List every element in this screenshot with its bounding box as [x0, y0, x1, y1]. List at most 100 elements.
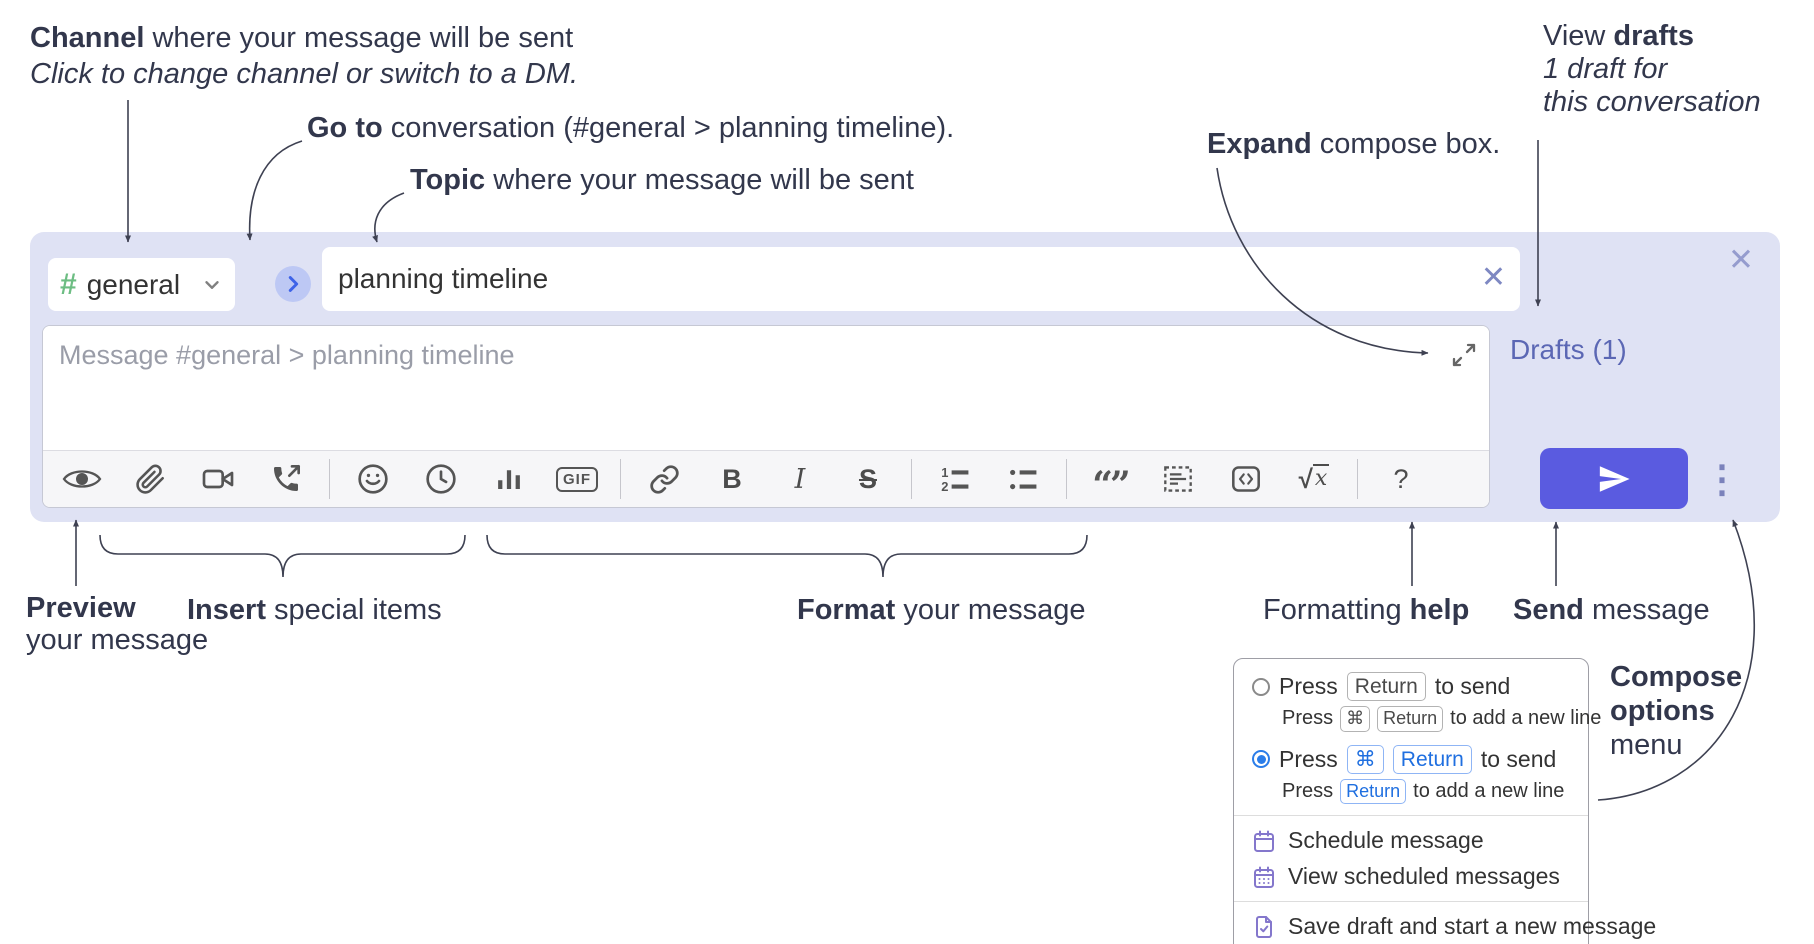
preview-button[interactable]: [57, 458, 107, 500]
annotation-drafts-line2: 1 draft for: [1543, 53, 1668, 85]
radio-unselected[interactable]: [1252, 677, 1270, 696]
question-mark-icon: ?: [1393, 463, 1409, 494]
annotation-insert: Insert special items: [187, 592, 442, 628]
math-button[interactable]: √x: [1289, 458, 1339, 500]
quote-icon: “”: [1092, 464, 1130, 506]
annotation-drafts-bold: drafts: [1613, 20, 1694, 52]
annotation-goto-rest: conversation (#general > planning timeli…: [382, 112, 955, 144]
toolbar-divider: [620, 459, 621, 499]
annotation-formatting-help: Formatting help: [1263, 592, 1469, 628]
annotation-channel-bold: Channel: [30, 22, 145, 54]
menu-item-save-draft-new-message[interactable]: Save draft and start a new message: [1252, 913, 1656, 940]
paper-plane-icon: [1599, 465, 1630, 492]
send-shortcut-option-1-sub: Press ⌘ Return to add a new line: [1282, 706, 1601, 732]
bold-button[interactable]: B: [707, 458, 757, 500]
toolbar-divider: [1066, 459, 1067, 499]
message-textarea[interactable]: [43, 326, 1489, 450]
compose-options-menu-button[interactable]: ⋮: [1703, 458, 1741, 501]
add-gif-button[interactable]: GIF: [552, 458, 602, 500]
close-compose-icon[interactable]: ✕: [1728, 242, 1754, 277]
annotation-preview-bold: Preview: [26, 592, 136, 624]
add-voice-call-button[interactable]: [261, 458, 311, 500]
annotation-preview: Preview your message: [26, 592, 208, 656]
add-poll-button[interactable]: [484, 458, 534, 500]
add-emoji-button[interactable]: [348, 458, 398, 500]
menu-item-label: Save draft and start a new message: [1288, 913, 1657, 940]
key-cmd: ⌘: [1340, 706, 1371, 732]
menu-divider: [1234, 901, 1588, 903]
key-return: Return: [1392, 744, 1472, 774]
video-camera-icon: [202, 469, 234, 489]
channel-hash-icon: #: [60, 267, 77, 301]
channel-selector[interactable]: # general: [48, 258, 235, 311]
link-button[interactable]: [639, 458, 689, 500]
annotation-format: Format your message: [797, 592, 1086, 628]
annotation-expand-bold: Expand: [1207, 128, 1312, 160]
go-to-conversation-button[interactable]: [275, 266, 311, 302]
annotation-goto: Go to conversation (#general > planning …: [307, 110, 954, 146]
message-formatting-help-button[interactable]: ?: [1376, 458, 1426, 500]
chevron-right-icon: [288, 276, 299, 292]
annotation-drafts: View drafts 1 draft for this conversatio…: [1543, 20, 1761, 119]
send-shortcut-option-2[interactable]: Press ⌘ Return to send: [1252, 744, 1570, 774]
toolbar-divider: [911, 459, 912, 499]
numbered-list-icon: 12: [941, 464, 968, 494]
annotation-compose-options-bold1: Compose: [1610, 661, 1743, 693]
radio-selected[interactable]: [1252, 750, 1270, 769]
annotation-send-rest: message: [1583, 594, 1710, 626]
phone-outgoing-icon: [274, 465, 300, 491]
math-icon: √x: [1298, 463, 1330, 494]
menu-item-label: View scheduled messages: [1288, 863, 1560, 890]
expand-compose-icon[interactable]: [1451, 342, 1477, 368]
key-return: Return: [1340, 778, 1407, 805]
code-button[interactable]: [1221, 458, 1271, 500]
code-icon: [1232, 466, 1260, 492]
menu-item-schedule-message[interactable]: Schedule message: [1252, 827, 1570, 854]
topic-field-container: ✕: [322, 247, 1520, 311]
format-brace: [486, 534, 1088, 578]
key-cmd: ⌘: [1346, 744, 1384, 774]
send-shortcut-option-2-sub: Press Return to add a new line: [1282, 778, 1570, 805]
annotation-channel-line2: Click to change channel or switch to a D…: [30, 58, 579, 90]
add-video-call-button[interactable]: [193, 458, 243, 500]
bulleted-list-button[interactable]: [998, 458, 1048, 500]
eye-icon: [62, 470, 102, 488]
strikethrough-button[interactable]: S: [843, 458, 893, 500]
clock-icon: [426, 464, 456, 494]
option2-press: Press: [1279, 745, 1338, 772]
goto-pointer-curve: [246, 140, 303, 241]
clear-topic-icon[interactable]: ✕: [1480, 261, 1506, 294]
option1-press: Press: [1279, 673, 1338, 700]
annotation-compose-options: Compose options menu: [1610, 660, 1742, 762]
key-return: Return: [1377, 706, 1444, 732]
menu-divider: [1234, 815, 1588, 817]
toolbar-divider: [1357, 459, 1358, 499]
option1-after: to send: [1434, 673, 1511, 700]
menu-item-view-scheduled-messages[interactable]: View scheduled messages: [1252, 863, 1570, 890]
italic-button[interactable]: I: [775, 458, 825, 500]
add-global-time-button[interactable]: [416, 458, 466, 500]
annotation-channel-rest: where your message will be sent: [144, 22, 574, 54]
topic-input[interactable]: [322, 247, 1520, 311]
send-button[interactable]: [1540, 448, 1688, 509]
annotation-compose-options-bold2: options: [1610, 695, 1715, 727]
calendar-icon: [1254, 830, 1274, 852]
annotation-format-rest: your message: [895, 594, 1086, 626]
bar-chart-icon: [498, 470, 520, 489]
spoiler-button[interactable]: [1153, 458, 1203, 500]
send-shortcut-option-1[interactable]: Press Return to send: [1252, 672, 1570, 702]
attach-file-button[interactable]: [125, 458, 175, 500]
channel-name: general: [86, 268, 181, 300]
annotation-expand: Expand compose box.: [1207, 126, 1500, 162]
annotation-send-bold: Send: [1513, 594, 1584, 626]
quote-button[interactable]: “”: [1085, 458, 1135, 506]
compose-box: # general ✕ ✕: [30, 232, 1780, 522]
annotation-topic-rest: where your message will be sent: [485, 164, 914, 196]
svg-text:2: 2: [941, 479, 948, 494]
bulleted-list-icon: [1009, 469, 1036, 489]
annotation-compose-options-rest: menu: [1610, 729, 1683, 761]
drafts-link[interactable]: Drafts (1): [1510, 334, 1627, 365]
